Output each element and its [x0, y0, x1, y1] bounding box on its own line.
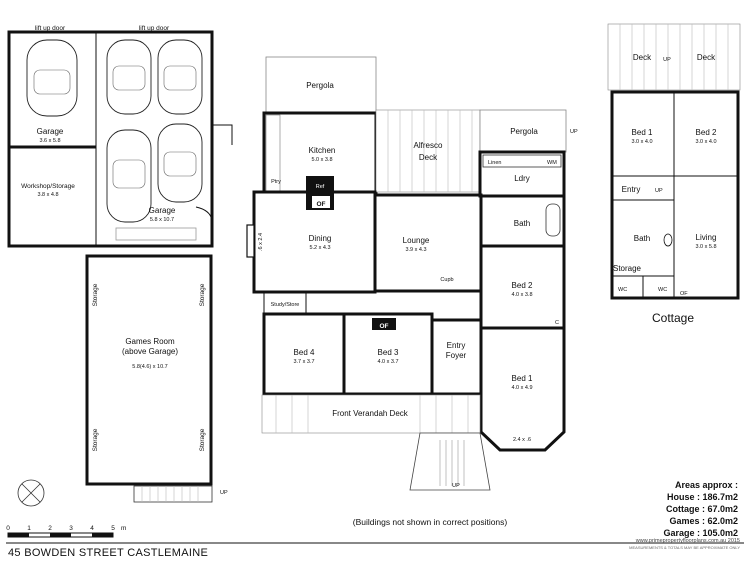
verandah-label: Front Verandah Deck	[332, 409, 409, 418]
games-room-dim: 5.8(4.6) x 10.7	[132, 364, 167, 370]
lift-door-label-1: lift up door	[35, 25, 66, 32]
games-storage-label-1: Storage	[92, 283, 99, 306]
bath-label: Bath	[514, 219, 530, 228]
dining-dim: 5.2 x 4.3	[309, 245, 330, 251]
games-room-subname: (above Garage)	[122, 347, 178, 356]
cottage-storage-label: Storage	[613, 264, 642, 273]
area-garage: Garage : 105.0m2	[663, 528, 738, 538]
bed1-dim: 4.0 x 4.9	[511, 385, 532, 391]
scale-label-0: 0	[6, 525, 10, 532]
scale-bar	[7, 532, 114, 538]
bed4-name: Bed 4	[294, 348, 315, 357]
lounge-dim: 3.9 x 4.3	[405, 247, 426, 253]
bed4-dim: 3.7 x 3.7	[293, 359, 314, 365]
steps-up-label: UP	[452, 483, 460, 489]
wardrobe-label: C	[555, 320, 559, 326]
games-storage-label-2: Storage	[199, 283, 206, 306]
entry-label-1: Entry	[447, 341, 466, 350]
ref-label: Ref	[316, 184, 325, 190]
bed2-name: Bed 2	[512, 281, 533, 290]
kitchen-dim: 5.0 x 3.8	[311, 157, 332, 163]
areas-title: Areas approx :	[675, 480, 738, 490]
kitchen-name: Kitchen	[309, 146, 336, 155]
games-up-label: UP	[220, 490, 228, 496]
cottage-block	[607, 23, 741, 300]
cottage-deck-label-1: Deck	[633, 53, 652, 62]
cottage-bed1-dim: 3.0 x 4.0	[631, 139, 652, 145]
house-block	[246, 56, 567, 491]
games-room-name: Games Room	[125, 337, 175, 346]
area-games: Games : 62.0m2	[669, 516, 738, 526]
cottage-living-name: Living	[696, 233, 717, 242]
disclaimer-label: MEASUREMENTS & TOTALS MAY BE APPROXIMATE…	[629, 545, 740, 550]
laundry-label: Ldry	[514, 174, 530, 183]
cottage-wc-label-1: WC	[618, 287, 627, 293]
bed3-name: Bed 3	[378, 348, 399, 357]
oven-label-kitchen: OF	[316, 201, 325, 208]
cottage-bed2-dim: 3.0 x 4.0	[695, 139, 716, 145]
lift-door-label-2: lift up door	[139, 25, 170, 32]
cottage-oven-label: OF	[680, 291, 688, 297]
scale-label-4: 4	[90, 525, 94, 532]
cottage-bed2-name: Bed 2	[696, 128, 717, 137]
scale-label-3: 3	[69, 525, 73, 532]
watermark-label: www.primepropertyfloorplans.com.au 2015	[635, 538, 740, 544]
oven-label-bed3: OF	[379, 323, 388, 330]
bed2-dim: 4.0 x 3.8	[511, 292, 532, 298]
bed1-name: Bed 1	[512, 374, 533, 383]
games-room-block	[17, 254, 213, 507]
garage-big-name: Garage	[149, 206, 176, 215]
scale-label-1: 1	[27, 525, 31, 532]
workshop-dim: 3.8 x 4.8	[37, 192, 58, 198]
cottage-entry-up: UP	[655, 188, 663, 194]
bay-window-dim: 2.4 x .6	[513, 437, 531, 443]
side-bay-dim: .6 x 2.4	[258, 233, 264, 251]
garage-small-dim: 3.6 x 5.8	[39, 138, 60, 144]
cottage-entry-label: Entry	[622, 185, 641, 194]
cottage-bed1-name: Bed 1	[632, 128, 653, 137]
cottage-bath-label: Bath	[634, 234, 650, 243]
garage-big-dim: 5.8 x 10.7	[150, 217, 174, 223]
cottage-deck-label-2: Deck	[697, 53, 716, 62]
scale-unit: m	[121, 525, 126, 532]
games-storage-label-4: Storage	[199, 428, 206, 451]
pergola-up-label: UP	[570, 129, 578, 135]
cottage-title: Cottage	[652, 311, 694, 325]
cottage-wc-label-2: WC	[658, 287, 667, 293]
area-cottage: Cottage : 67.0m2	[666, 504, 738, 514]
bed3-dim: 4.0 x 3.7	[377, 359, 398, 365]
alfresco-label-1: Alfresco	[414, 141, 443, 150]
pantry-label: Ptry	[271, 179, 281, 185]
alfresco-label-2: Deck	[419, 153, 438, 162]
workshop-name: Workshop/Storage	[21, 183, 75, 190]
lounge-name: Lounge	[403, 236, 430, 245]
garage-small-name: Garage	[37, 127, 64, 136]
cottage-deck-up: UP	[663, 57, 671, 63]
linen-label: Linen	[488, 160, 501, 166]
cottage-living-dim: 3.0 x 5.8	[695, 244, 716, 250]
address-label: 45 BOWDEN STREET CASTLEMAINE	[8, 547, 208, 559]
games-storage-label-3: Storage	[92, 428, 99, 451]
position-note: (Buildings not shown in correct position…	[353, 517, 508, 527]
study-label: Study/Store	[271, 302, 300, 308]
scale-label-2: 2	[48, 525, 52, 532]
pergola-top-label: Pergola	[306, 81, 334, 90]
entry-label-2: Foyer	[446, 351, 467, 360]
scale-label-5: 5	[111, 525, 115, 532]
dining-name: Dining	[309, 234, 332, 243]
wm-label: WM	[547, 160, 557, 166]
pergola-right-label: Pergola	[510, 127, 538, 136]
garage-block	[7, 30, 233, 248]
area-house: House : 186.7m2	[667, 492, 738, 502]
cupboard-label: Cupb	[440, 277, 453, 283]
